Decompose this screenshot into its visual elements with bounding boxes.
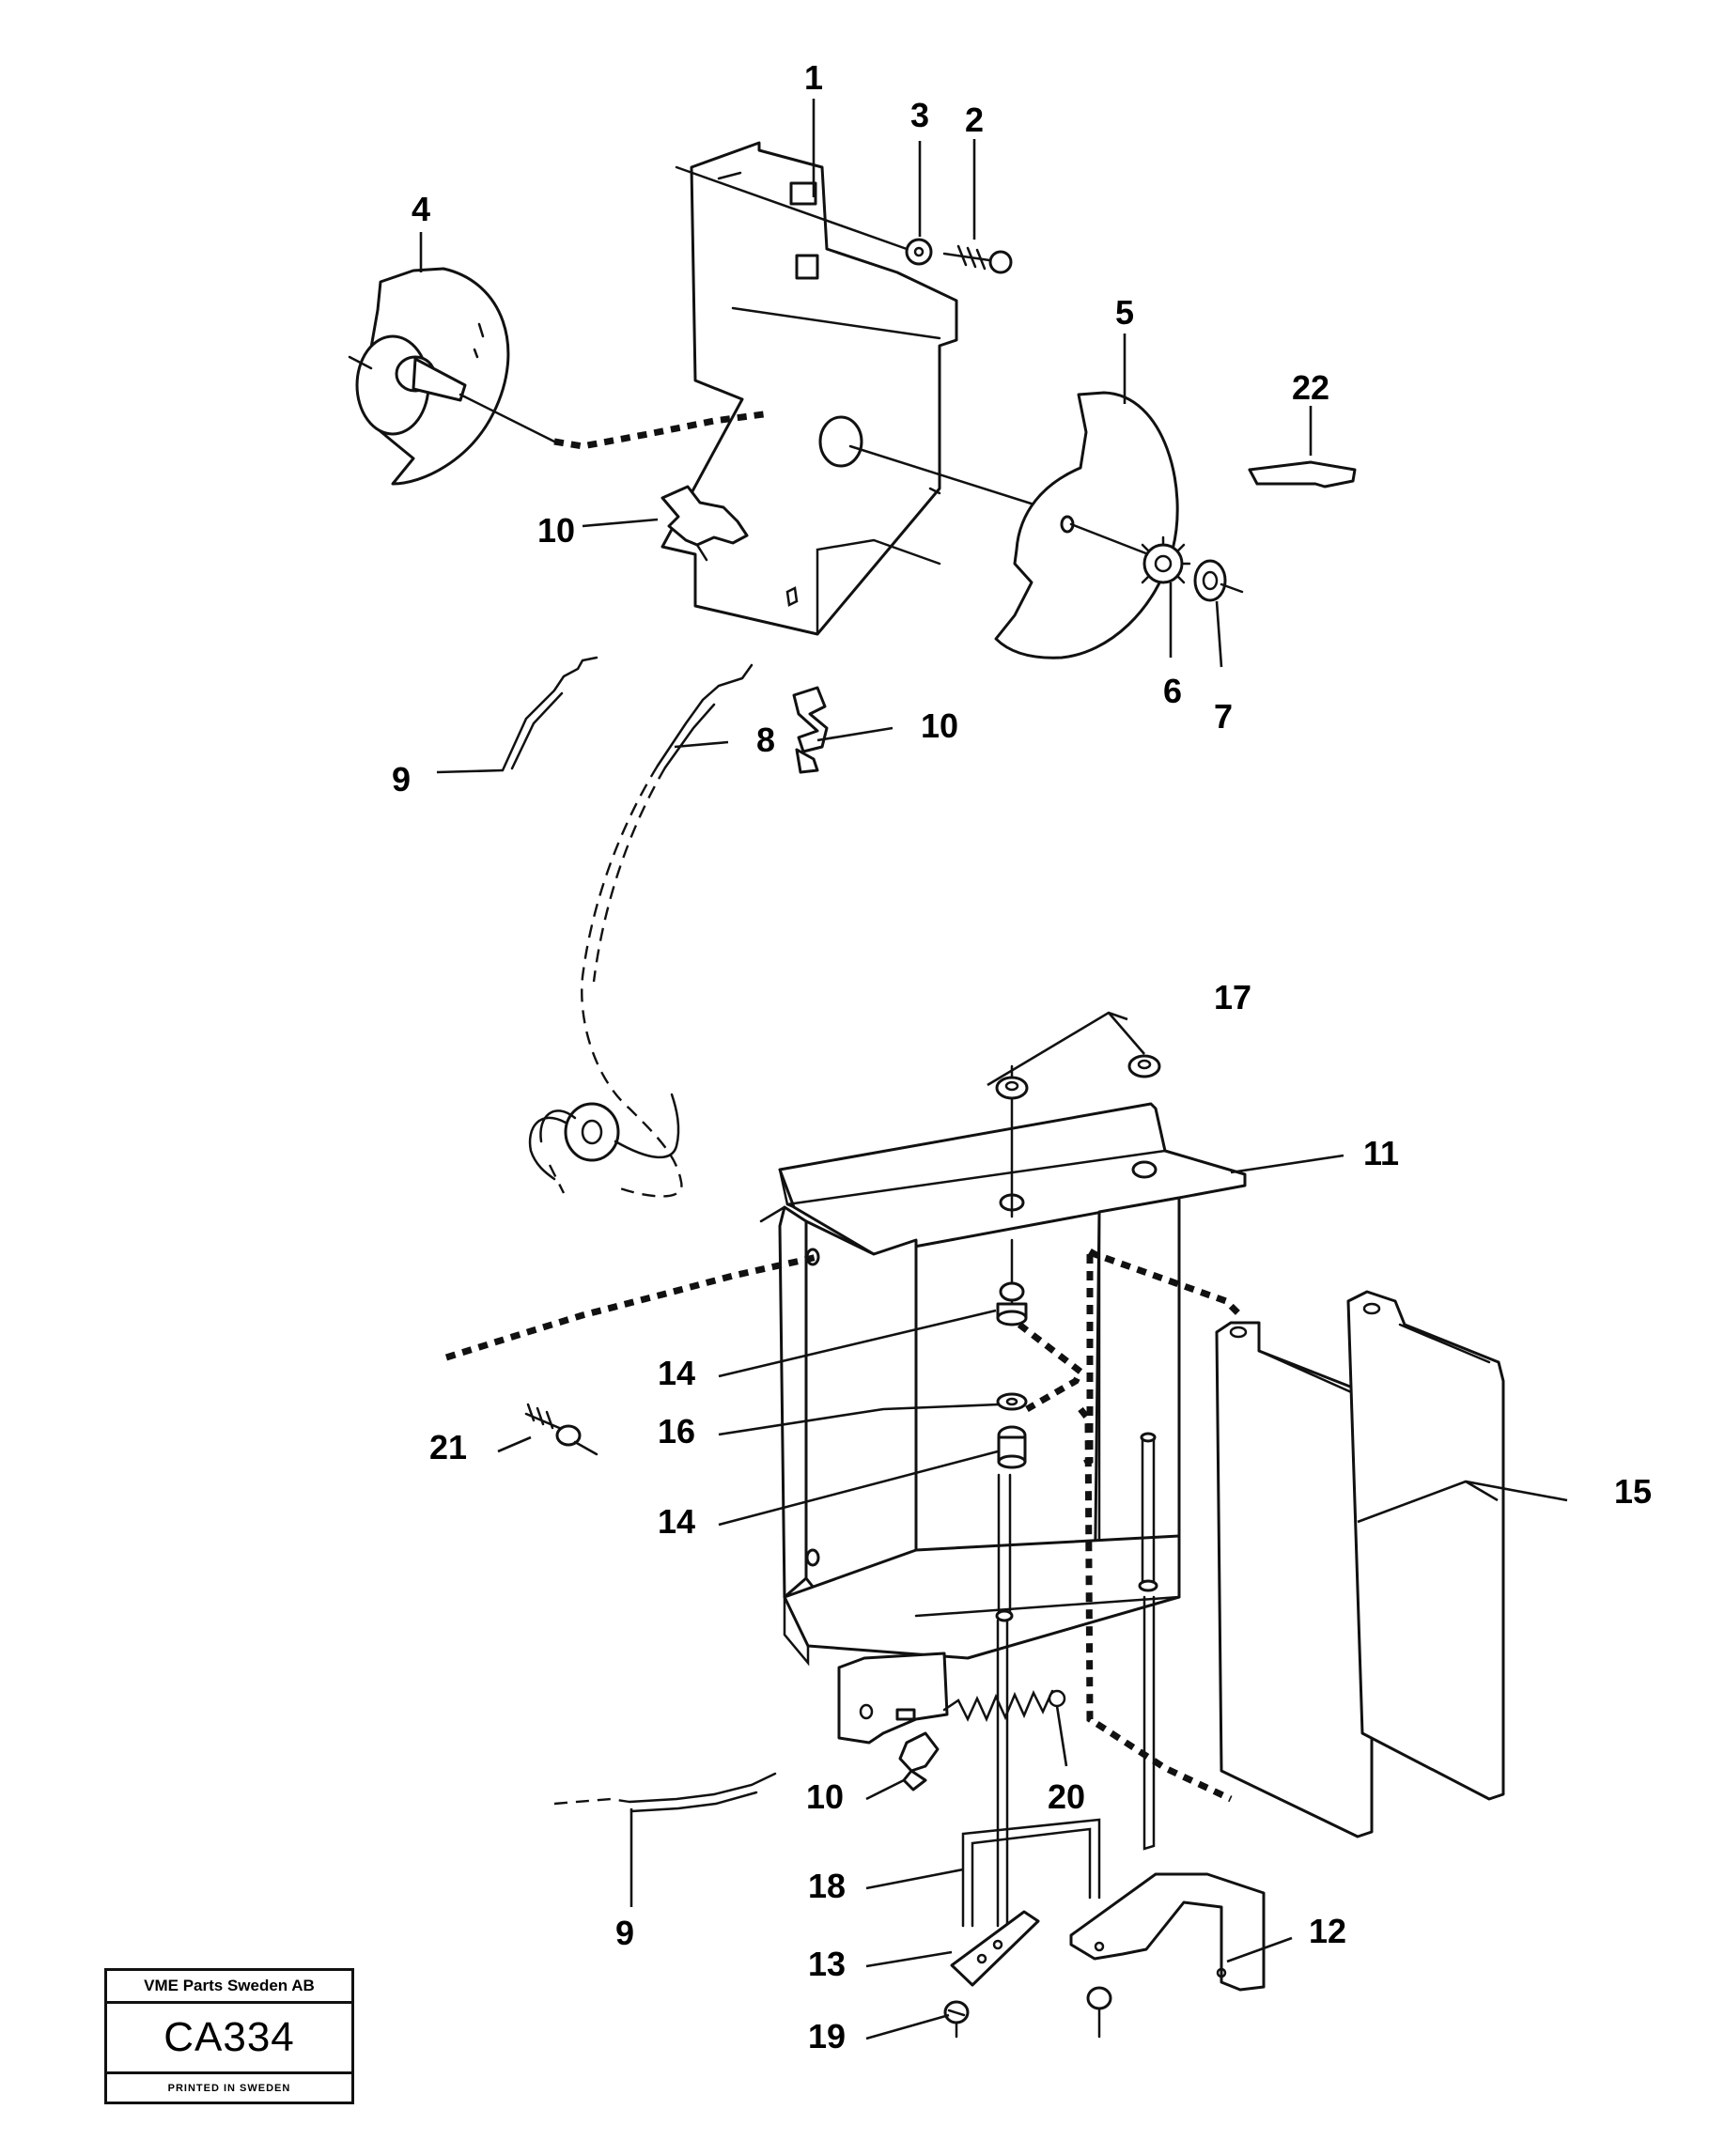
callout-20: 20 bbox=[1048, 1777, 1085, 1816]
callout-5: 5 bbox=[1115, 293, 1134, 332]
plate-12 bbox=[1069, 1872, 1266, 1992]
nut-17-left bbox=[995, 1076, 1029, 1100]
spring-20 bbox=[942, 1689, 1066, 1723]
leader-lines bbox=[419, 99, 1568, 2040]
nut-19-left bbox=[943, 2000, 970, 2039]
clip-10-upper bbox=[660, 485, 749, 562]
rod-left bbox=[995, 1473, 1014, 1928]
part-22-key bbox=[1248, 460, 1357, 489]
axis-line-bolt bbox=[675, 165, 909, 251]
callout-16: 16 bbox=[658, 1412, 695, 1450]
clip-10-lower bbox=[898, 1731, 940, 1791]
nut-19-right bbox=[1086, 1986, 1112, 2039]
callout-2: 2 bbox=[965, 101, 984, 139]
clip-10-middle bbox=[792, 686, 829, 774]
callout-3: 3 bbox=[910, 96, 929, 134]
callout-10-upper: 10 bbox=[537, 511, 575, 550]
washer-3 bbox=[905, 238, 933, 266]
washer-16 bbox=[996, 1392, 1028, 1411]
hidden-shaft-path bbox=[553, 410, 771, 450]
toothed-washer-6 bbox=[1141, 535, 1191, 584]
callout-21: 21 bbox=[429, 1428, 467, 1466]
callout-17: 17 bbox=[1214, 978, 1251, 1016]
rod-right bbox=[1138, 1432, 1158, 1851]
printed-note: PRINTED IN SWEDEN bbox=[167, 2083, 291, 2094]
lock-washer-7 bbox=[1193, 559, 1244, 602]
callout-6: 6 bbox=[1163, 672, 1182, 710]
bolt-2 bbox=[942, 244, 1013, 274]
housing-left-side bbox=[759, 1205, 918, 1649]
screw-21 bbox=[524, 1403, 598, 1456]
callout-14-lower: 14 bbox=[658, 1502, 695, 1541]
callout-4: 4 bbox=[412, 190, 430, 228]
grommet bbox=[528, 1093, 680, 1194]
callout-14-upper: 14 bbox=[658, 1354, 695, 1392]
callout-1: 1 bbox=[804, 58, 823, 97]
callout-19: 19 bbox=[808, 2017, 846, 2055]
bush-14-upper bbox=[996, 1281, 1028, 1326]
dashed-link-bush bbox=[1017, 1322, 1085, 1413]
adjusting-disc-4 bbox=[348, 267, 510, 486]
callout-8: 8 bbox=[756, 721, 775, 759]
cable-9-upper bbox=[501, 656, 598, 772]
link-18 bbox=[961, 1818, 1101, 1928]
dashed-link-15-vertical bbox=[1079, 1254, 1094, 1469]
callout-13: 13 bbox=[808, 1945, 846, 1983]
cable-9-lower bbox=[553, 1772, 777, 1813]
callout-numbers: 1 2 3 4 5 22 10 6 7 9 8 10 17 11 14 16 1… bbox=[392, 58, 1652, 2055]
cable-8 bbox=[581, 663, 754, 1198]
drawing-code: CA334 bbox=[107, 2004, 351, 2074]
dashed-link-screw-21 bbox=[444, 1253, 818, 1361]
plate-13 bbox=[950, 1910, 1040, 1987]
adjusting-disc-5 bbox=[994, 391, 1179, 659]
bottom-plate bbox=[783, 1534, 1181, 1667]
company-name: VME Parts Sweden AB bbox=[107, 1971, 351, 2004]
cover-panel-15-rear bbox=[1346, 1290, 1505, 1801]
callout-9-upper: 9 bbox=[392, 760, 411, 799]
lower-bracket bbox=[837, 1652, 949, 1745]
callout-18: 18 bbox=[808, 1867, 846, 1905]
cover-panel-15-front bbox=[1215, 1321, 1374, 1838]
shaft-axis-line-right bbox=[848, 444, 1045, 509]
dashed-link-15-bottom bbox=[1078, 1406, 1233, 1803]
callout-7: 7 bbox=[1214, 697, 1233, 736]
shaft-axis-line bbox=[458, 393, 556, 443]
nut-17-right bbox=[1127, 1054, 1161, 1078]
callout-11: 11 bbox=[1363, 1134, 1399, 1172]
bush-14-lower bbox=[997, 1425, 1027, 1469]
callout-10-middle: 10 bbox=[921, 706, 958, 745]
title-block: VME Parts Sweden AB CA334 PRINTED IN SWE… bbox=[104, 1968, 354, 2104]
callout-9-lower: 9 bbox=[615, 1914, 634, 1952]
callout-10-lower: 10 bbox=[806, 1777, 844, 1816]
dashed-link-15-top bbox=[1088, 1248, 1243, 1318]
callout-12: 12 bbox=[1309, 1912, 1346, 1950]
callout-22: 22 bbox=[1292, 368, 1329, 407]
callout-15: 15 bbox=[1614, 1472, 1652, 1511]
